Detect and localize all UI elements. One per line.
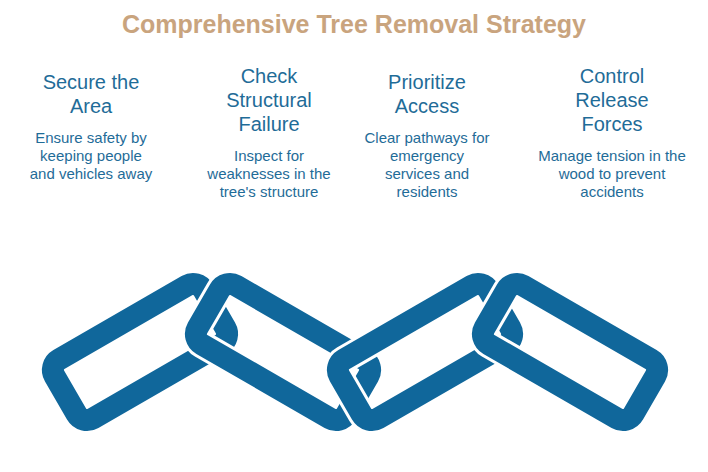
step-column: Prioritize AccessClear pathways for emer… [364,70,490,201]
step-column: Secure the AreaEnsure safety by keeping … [28,70,154,183]
step-heading: Prioritize Access [365,70,490,118]
step-description: Ensure safety by keeping people and vehi… [28,129,154,183]
step-description: Manage tension in the wood to prevent ac… [537,147,687,201]
step-description: Inspect for weaknesses in the tree's str… [199,147,339,201]
step-column: Check Structural FailureInspect for weak… [199,64,339,201]
chain-link [479,280,662,425]
step-heading: Control Release Forces [550,64,675,136]
step-description: Clear pathways for emergency services an… [364,129,490,201]
diagram-title: Comprehensive Tree Removal Strategy [0,8,708,40]
step-heading: Secure the Area [29,70,154,118]
step-column: Control Release ForcesManage tension in … [537,64,687,201]
step-heading: Check Structural Failure [207,64,332,136]
